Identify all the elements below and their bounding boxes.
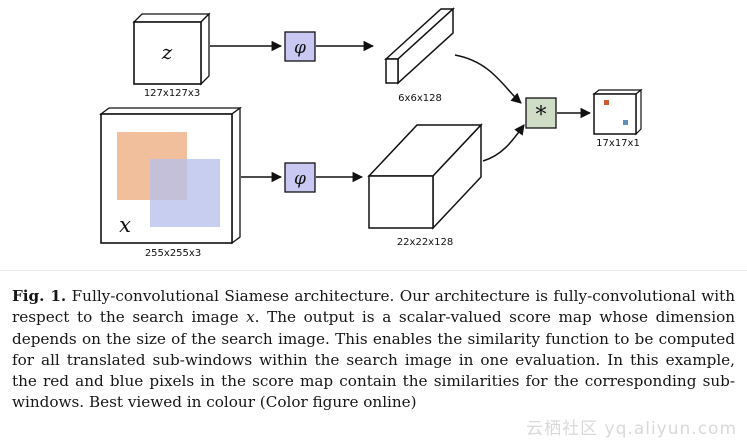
blue-score-pixel: [623, 120, 628, 125]
score-map: [592, 88, 643, 136]
blue-sub-window: [150, 159, 220, 227]
exemplar-image: z: [132, 12, 211, 86]
figure-label: Fig. 1.: [12, 287, 67, 305]
embedding-symbol-top: φ: [294, 38, 306, 58]
search-features-size-label: 22x22x128: [397, 237, 453, 248]
score-map-size-label: 17x17x1: [596, 138, 640, 149]
exemplar-size-label: 127x127x3: [144, 88, 200, 99]
architecture-diagram: z 127x127x3 x 255x255x3 φ φ 6x6x128 22x2…: [99, 7, 643, 259]
watermark: 云栖社区 yq.aliyun.com: [526, 419, 737, 439]
embedding-function-bottom: φ: [284, 162, 316, 193]
exemplar-features-size-label: 6x6x128: [398, 93, 442, 104]
search-image: x: [99, 106, 242, 245]
cross-correlation-operator: *: [525, 97, 557, 129]
red-score-pixel: [604, 100, 609, 105]
search-size-label: 255x255x3: [145, 248, 201, 259]
figure-caption-divider: [0, 270, 747, 271]
search-feature-map: [367, 123, 483, 230]
figure-caption: Fig. 1. Fully-convolutional Siamese arch…: [12, 286, 735, 414]
caption-math-x: x: [246, 308, 255, 327]
arrow-search-features-to-correlation: [482, 124, 525, 162]
embedding-symbol-bottom: φ: [294, 169, 306, 189]
exemplar-symbol: z: [161, 40, 173, 64]
search-symbol: x: [119, 213, 131, 237]
arrow-exemplar-features-to-correlation: [454, 54, 522, 104]
caption-text-part-2: . The output is a scalar-valued score ma…: [12, 308, 736, 412]
correlation-symbol: *: [536, 103, 547, 128]
exemplar-feature-map: [384, 7, 455, 85]
caption-text-part-1: Fully-convolutional Siamese architecture…: [12, 287, 735, 327]
embedding-function-top: φ: [284, 31, 316, 62]
